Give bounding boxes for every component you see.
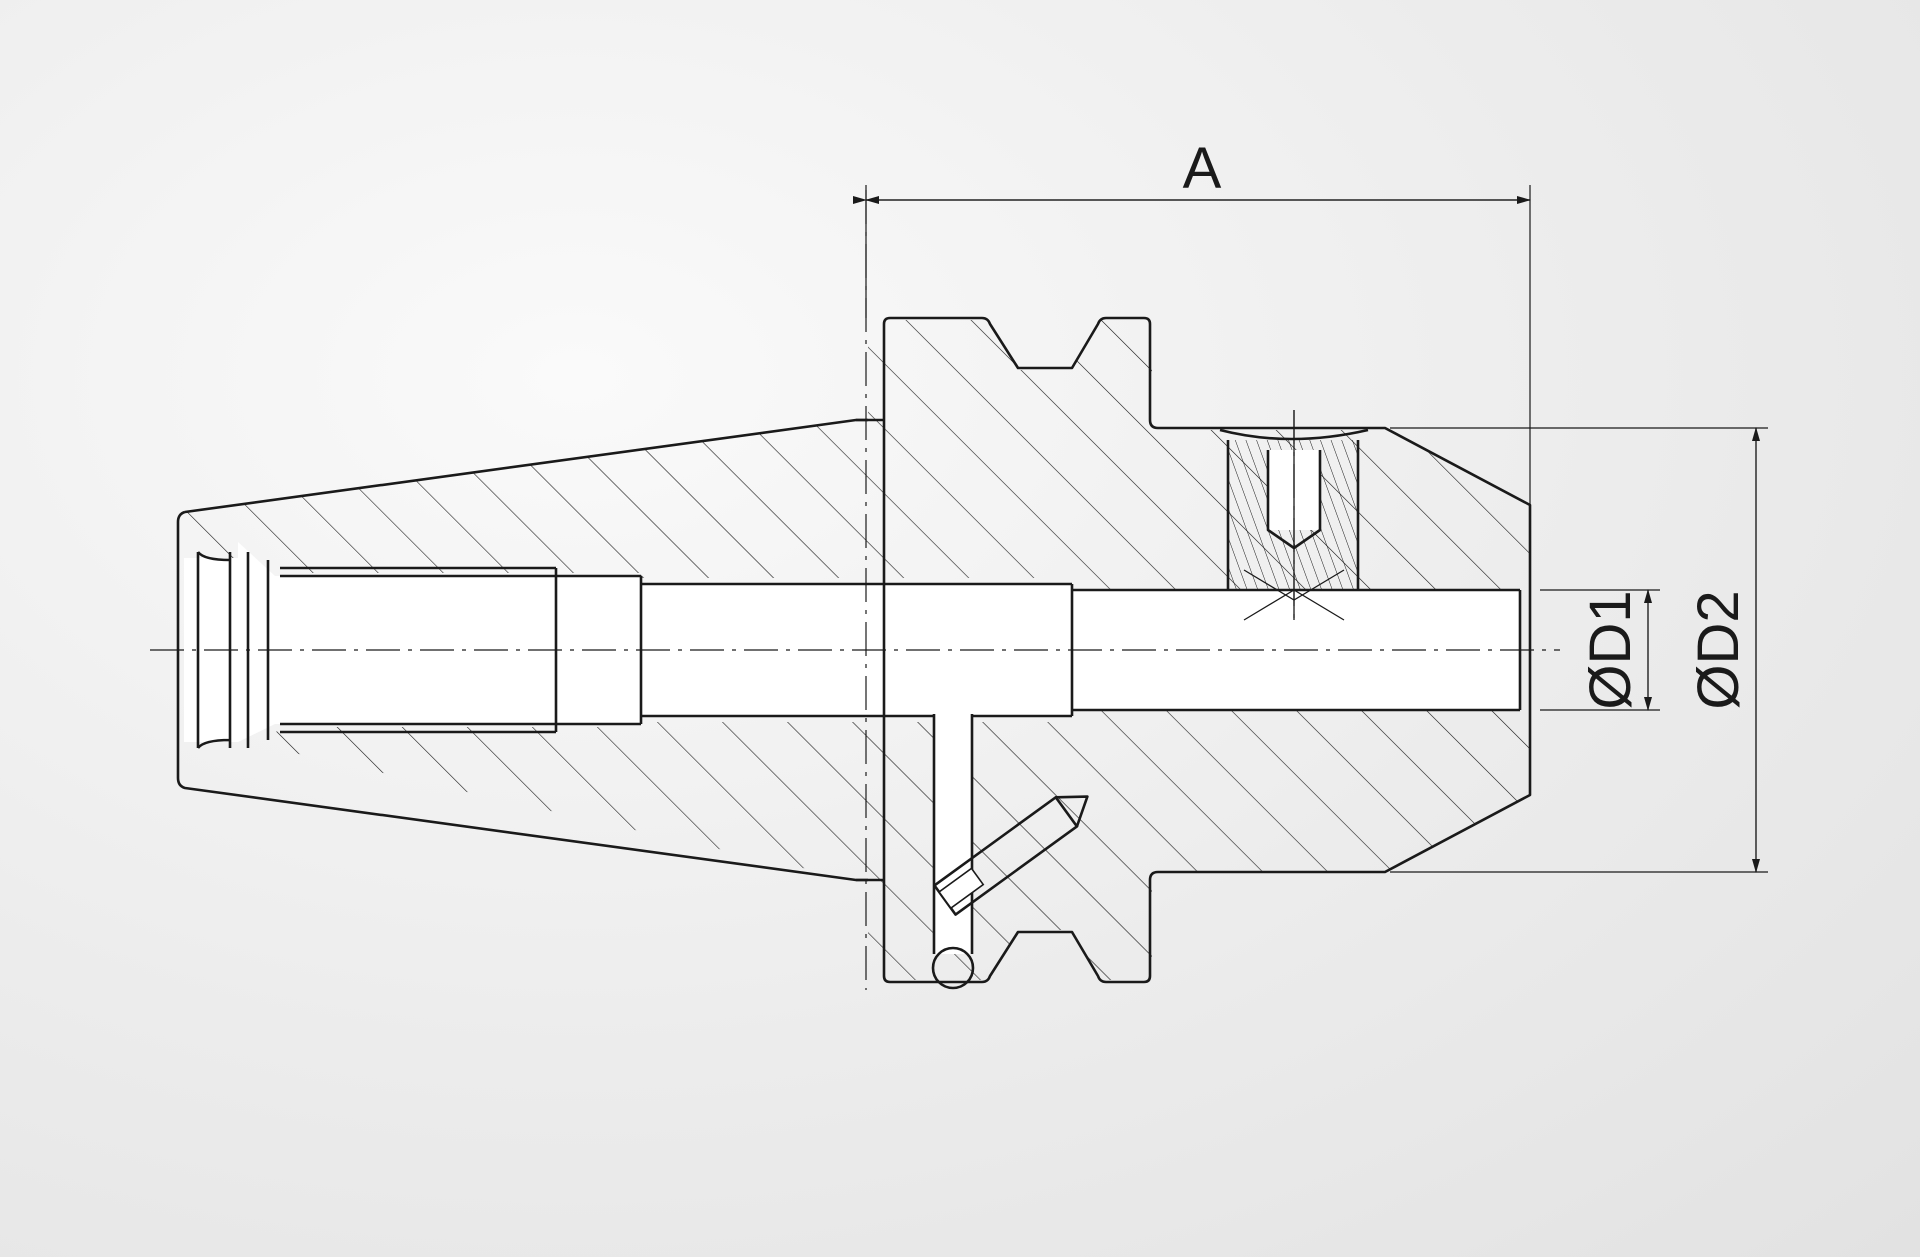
dimension-d2: ØD2 [1390, 427, 1768, 873]
tool-holder-section [176, 316, 1532, 990]
dimension-a: A [853, 136, 1531, 505]
body-bottom-section [178, 710, 1530, 980]
dimension-d2-label: ØD2 [1686, 590, 1751, 709]
bore-cavity [184, 542, 1520, 742]
dimension-a-label: A [1183, 136, 1222, 201]
flange-step [856, 418, 884, 882]
dimension-d1-label: ØD1 [1578, 590, 1643, 709]
dimension-d1: ØD1 [1540, 589, 1660, 711]
center-lines [150, 190, 1560, 990]
cross-pin [931, 714, 1089, 990]
body-top-section [178, 320, 1530, 590]
